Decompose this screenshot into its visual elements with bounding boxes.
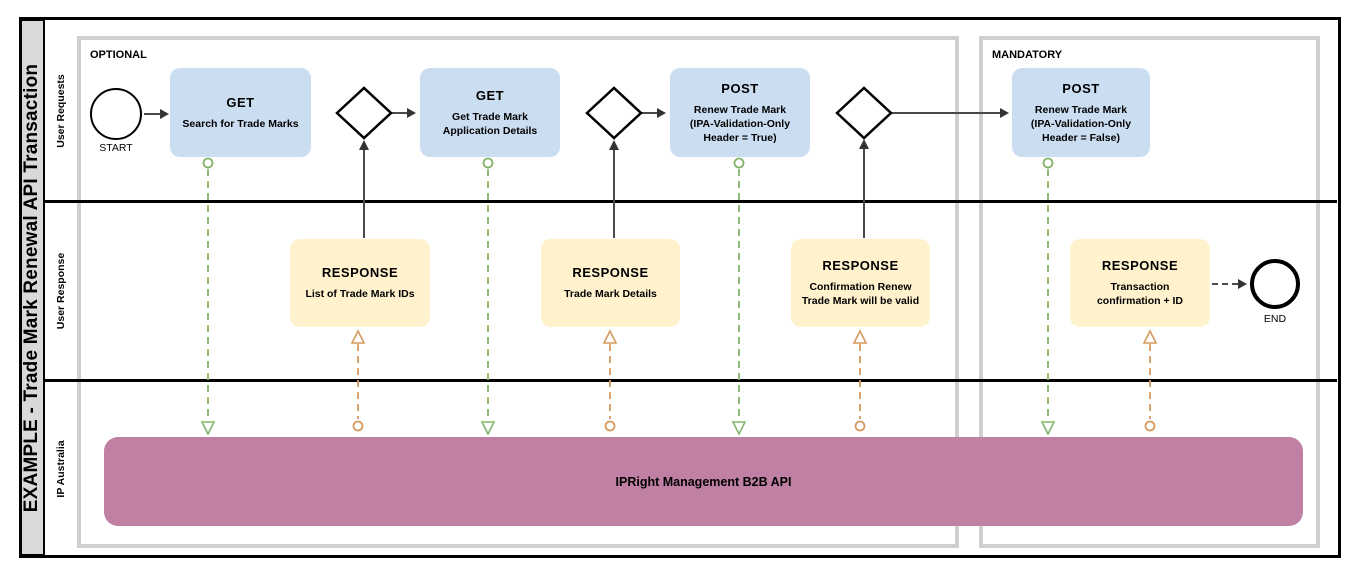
end-event-circle — [1250, 259, 1300, 309]
task-description: Renew Trade Mark (IPA-Validation-Only He… — [689, 103, 791, 144]
response-transaction-confirmation: RESPONSE Transaction confirmation + ID — [1070, 239, 1210, 327]
start-event-circle — [90, 88, 142, 140]
response-confirmation-valid: RESPONSE Confirmation Renew Trade Mark w… — [791, 239, 930, 327]
task-get-search-trade-marks: GET Search for Trade Marks — [170, 68, 311, 157]
task-get-trade-mark-details: GET Get Trade Mark Application Details — [420, 68, 560, 157]
task-method: POST — [1062, 80, 1100, 96]
response-title: RESPONSE — [822, 258, 899, 273]
lane-label-ip-australia: IP Australia — [55, 440, 67, 498]
response-description: Trade Mark Details — [564, 288, 657, 300]
task-method: GET — [226, 94, 255, 110]
response-title: RESPONSE — [321, 265, 399, 280]
lane-divider-2 — [45, 379, 1337, 382]
task-post-renew-validation-true: POST Renew Trade Mark (IPA-Validation-On… — [670, 68, 810, 157]
task-method: GET — [475, 87, 505, 103]
response-description: List of Trade Mark IDs — [305, 288, 415, 300]
end-event-label: END — [1263, 313, 1287, 325]
diagram-title-bar — [20, 19, 45, 556]
task-method: POST — [721, 80, 759, 96]
backend-api-label: IPRight Management B2B API — [615, 474, 792, 489]
response-title: RESPONSE — [572, 265, 649, 280]
group-optional — [77, 36, 959, 548]
diagram-title: EXAMPLE - Trade Mark Renewal API Transac… — [21, 63, 42, 513]
start-event-label: START — [99, 142, 133, 154]
group-mandatory-label: MANDATORY — [992, 49, 1063, 61]
lane-label-user-response: User Response — [55, 252, 67, 330]
task-description: Renew Trade Mark (IPA-Validation-Only He… — [1030, 103, 1132, 144]
group-optional-label: OPTIONAL — [90, 49, 147, 61]
response-list-trade-mark-ids: RESPONSE List of Trade Mark IDs — [290, 239, 430, 327]
response-description: Transaction confirmation + ID — [1096, 281, 1184, 307]
response-title: RESPONSE — [1101, 258, 1179, 273]
response-description: Confirmation Renew Trade Mark will be va… — [801, 281, 920, 307]
lane-divider-1 — [45, 200, 1337, 203]
task-description: Search for Trade Marks — [182, 117, 299, 130]
group-mandatory — [979, 36, 1320, 548]
backend-api-bar: IPRight Management B2B API — [104, 437, 1303, 526]
task-post-renew-validation-false: POST Renew Trade Mark (IPA-Validation-On… — [1012, 68, 1150, 157]
task-description: Get Trade Mark Application Details — [442, 110, 538, 137]
response-trade-mark-details: RESPONSE Trade Mark Details — [541, 239, 680, 327]
lane-label-user-requests: User Requests — [55, 74, 67, 148]
